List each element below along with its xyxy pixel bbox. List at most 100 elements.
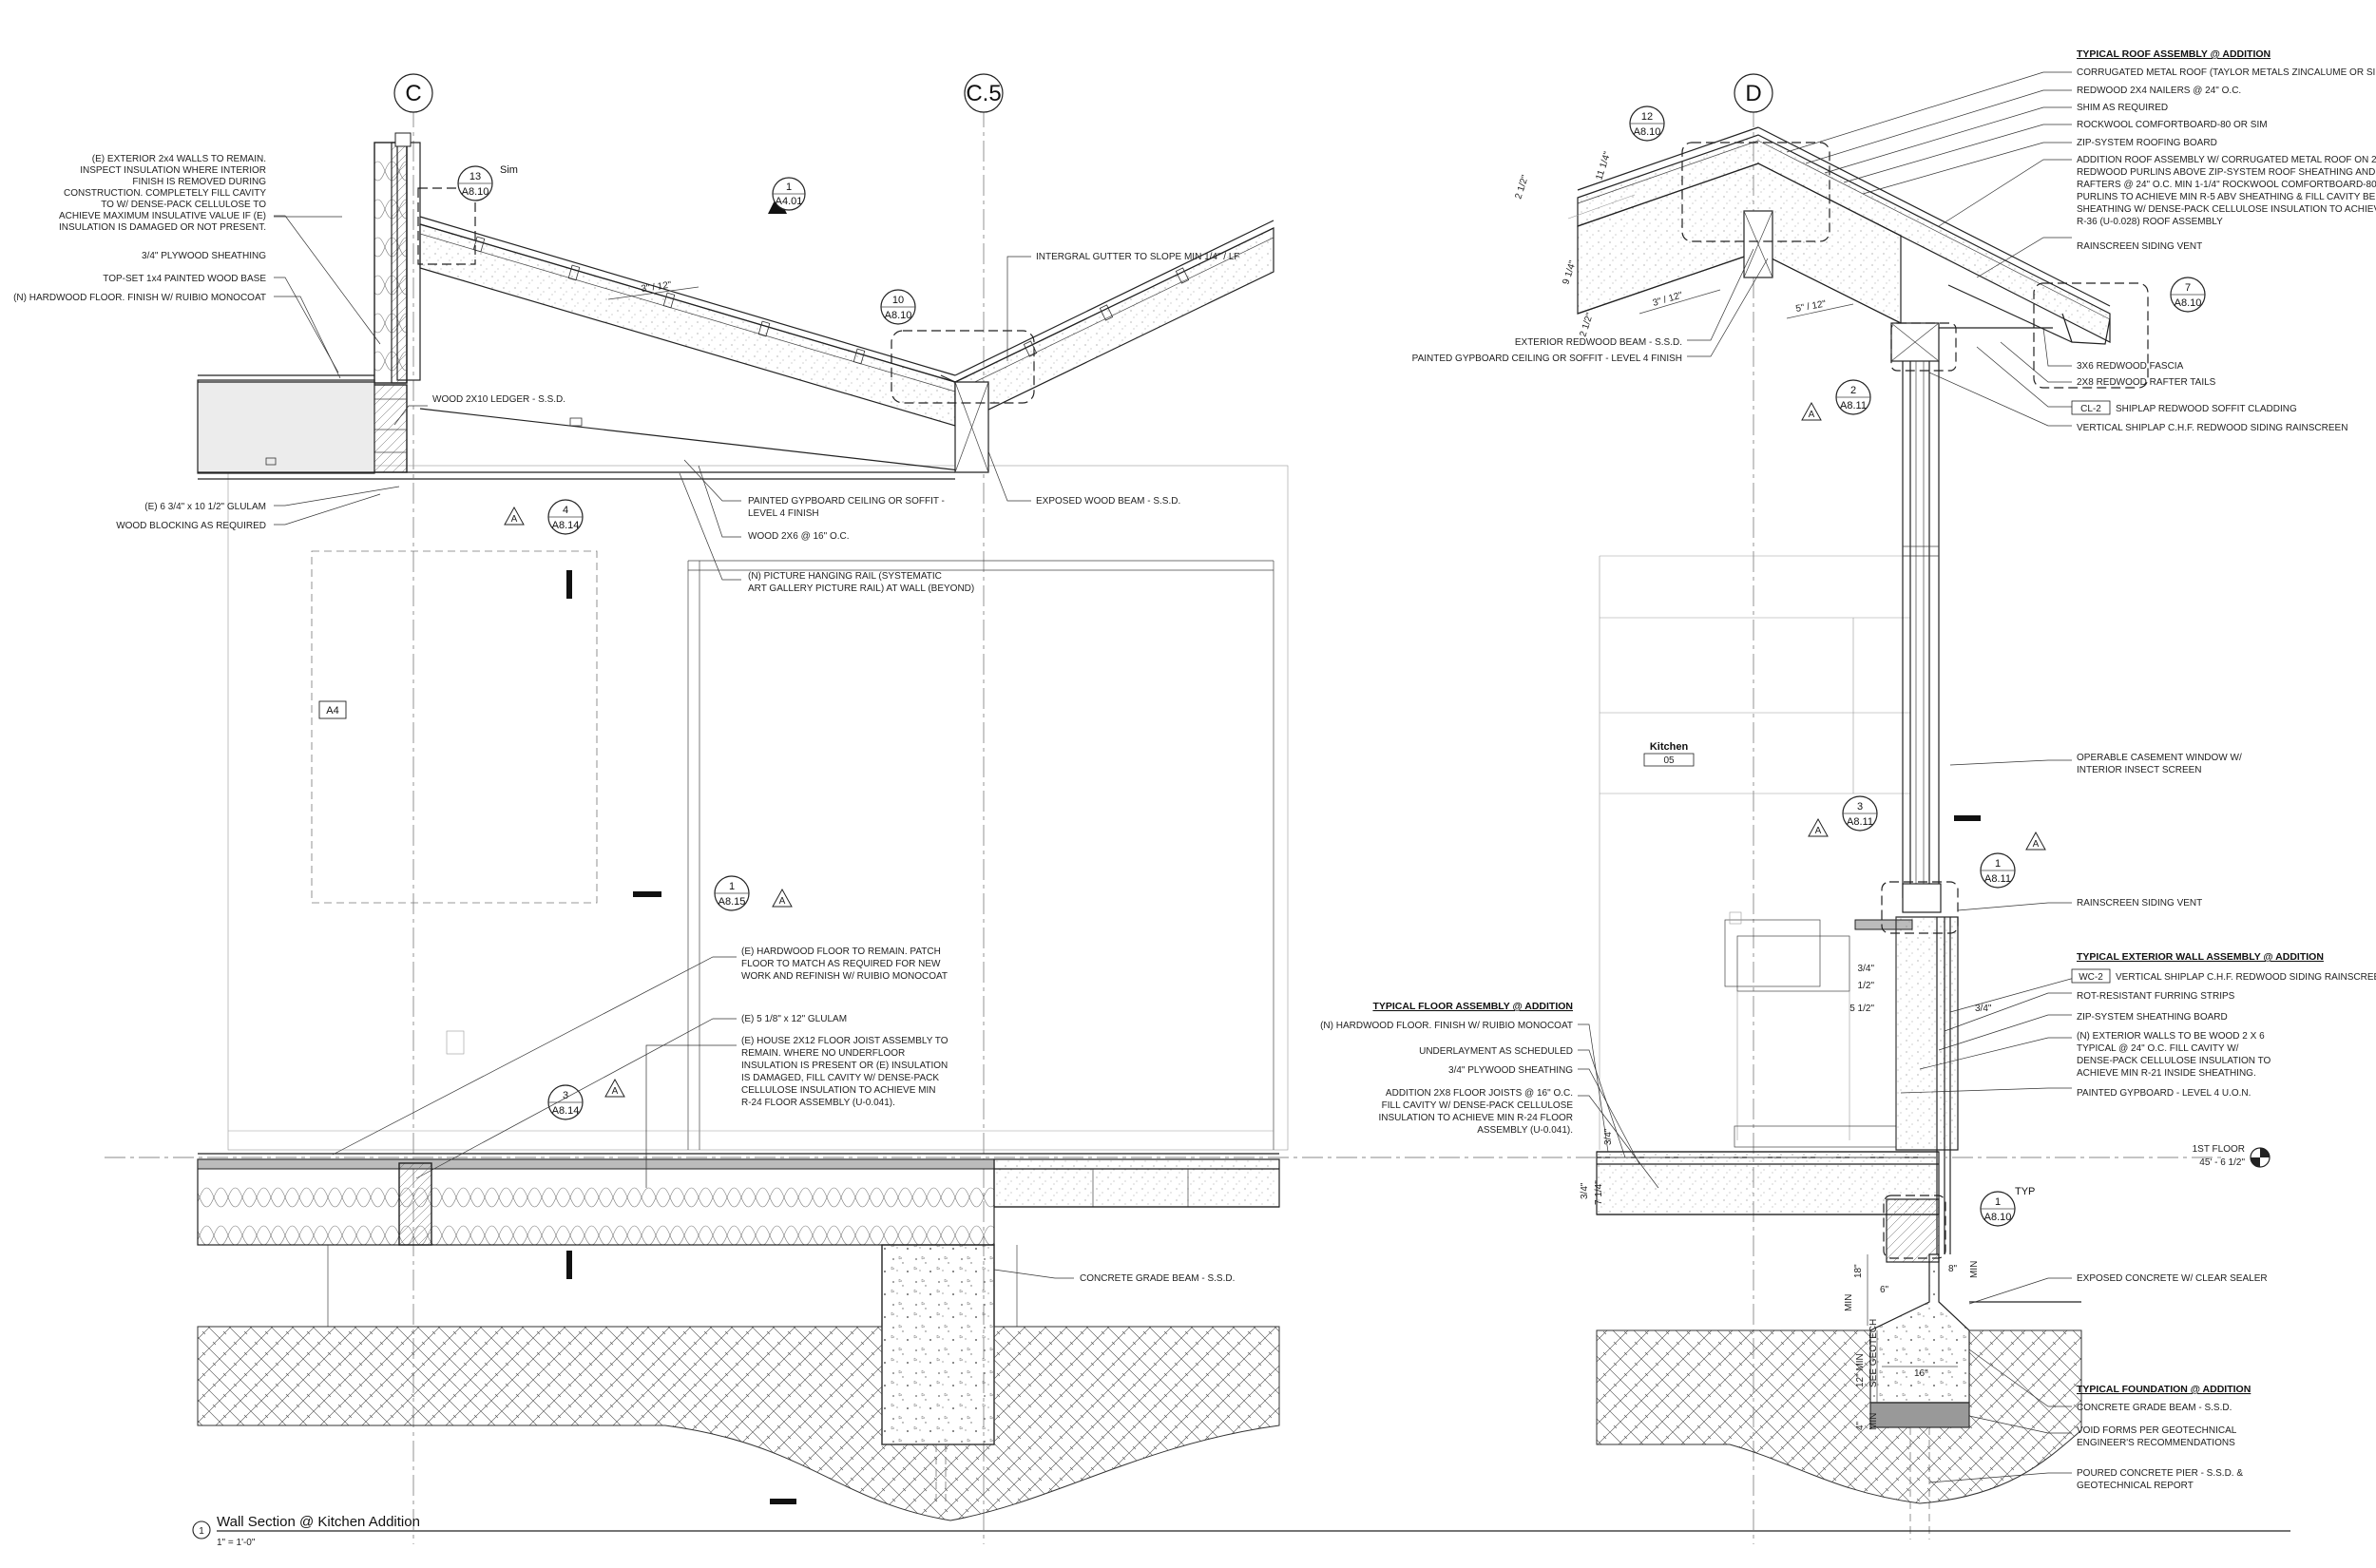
left-roof-assembly bbox=[419, 216, 1274, 480]
note-ceiling-1: PAINTED GYPBOARD CEILING OR SOFFIT - bbox=[748, 496, 945, 507]
existing-wall bbox=[360, 132, 421, 473]
grid-bubble-c bbox=[393, 73, 433, 113]
roof-desc-4: PURLINS TO ACHIEVE MIN R-5 ABV SHEATHING… bbox=[2077, 192, 2376, 202]
callout-sheet: A8.10 bbox=[1634, 126, 1661, 138]
floor-joists-3: INSULATION TO ACHIEVE MIN R-24 FLOOR bbox=[1379, 1113, 1574, 1123]
callout-sheet: A8.14 bbox=[552, 520, 580, 531]
callout-2-a811[interactable]: 2 A8.11 bbox=[1835, 379, 1871, 415]
dimensions: 3" / 12" 3" / 12" 5" / 12" 2 1/2" 11 1/4… bbox=[607, 150, 1992, 1430]
callout-num: 1 bbox=[1995, 1196, 2001, 1208]
note-ledger: WOOD 2X10 LEDGER - S.S.D. bbox=[432, 394, 565, 405]
note-grade-beam: CONCRETE GRADE BEAM - S.S.D. bbox=[1080, 1273, 1235, 1284]
dim-slope-left: 3" / 12" bbox=[641, 280, 673, 295]
callout-10-a810[interactable]: 10 A8.10 bbox=[880, 289, 916, 325]
detail-boundary-7 bbox=[2033, 282, 2149, 389]
dim-6: 6" bbox=[1880, 1285, 1889, 1295]
callout-3-a814[interactable]: 3 A8.14 bbox=[547, 1084, 584, 1120]
level-datum bbox=[105, 1147, 2271, 1168]
interior-elevation-beyond bbox=[227, 465, 1289, 1151]
dim-slope-r1: 3" / 12" bbox=[1652, 290, 1684, 309]
note-rain-vent-2: RAINSCREEN SIDING VENT bbox=[2077, 898, 2202, 908]
callout-sheet: A8.11 bbox=[1847, 816, 1873, 828]
foundation-heading: TYPICAL FOUNDATION @ ADDITION bbox=[2077, 1384, 2251, 1395]
note-hw-2: FLOOR TO MATCH AS REQUIRED FOR NEW bbox=[741, 959, 941, 969]
note-ext-walls-2: TYPICAL @ 24" O.C. FILL CAVITY W/ bbox=[2077, 1043, 2239, 1054]
level-elevation: 45' - 6 1/2" bbox=[2199, 1157, 2245, 1168]
callout-1-a815[interactable]: 1 A8.15 bbox=[714, 875, 750, 911]
note-base: TOP-SET 1x4 PAINTED WOOD BASE bbox=[103, 274, 266, 284]
note-ceiling-2: LEVEL 4 FINISH bbox=[748, 508, 819, 519]
callout-num: 12 bbox=[1641, 111, 1653, 123]
note-zip-wall: ZIP-SYSTEM SHEATHING BOARD bbox=[2077, 1012, 2228, 1023]
note-window-1: OPERABLE CASEMENT WINDOW W/ bbox=[2077, 753, 2242, 763]
detail-boundary-1-a810 bbox=[1883, 1195, 1946, 1259]
grid-bubble-c5 bbox=[964, 73, 1004, 113]
roof-item-2: REDWOOD 2X4 NAILERS @ 24" O.C. bbox=[2077, 86, 2241, 96]
note-fascia: 3X6 REDWOOD FASCIA bbox=[2077, 361, 2184, 372]
dim-4: 4" bbox=[1855, 1421, 1866, 1430]
callout-3-a811[interactable]: 3 A8.11 bbox=[1842, 795, 1878, 832]
callout-1-a401[interactable]: 1 A4.01 bbox=[772, 177, 806, 211]
dim-714: 7 1/4" bbox=[1594, 1180, 1604, 1205]
dim-34d: 3/4" bbox=[1580, 1182, 1590, 1199]
callout-num: 1 bbox=[786, 182, 792, 193]
callout-1-a810[interactable]: 1 A8.10 TYP bbox=[1980, 1186, 2035, 1227]
roof-heading: TYPICAL ROOF ASSEMBLY @ ADDITION bbox=[2077, 48, 2271, 60]
callout-num: 1 bbox=[1995, 858, 2001, 870]
note-ext-beam: EXTERIOR REDWOOD BEAM - S.S.D. bbox=[1515, 337, 1682, 348]
callout-1-a811[interactable]: 1 A8.11 bbox=[1980, 852, 2016, 889]
floor-item-1: (N) HARDWOOD FLOOR. FINISH W/ RUIBIO MON… bbox=[1320, 1021, 1573, 1031]
note-gutter: INTERGRAL GUTTER TO SLOPE MIN 1/4" / LF bbox=[1036, 252, 1240, 262]
left-grade-beam bbox=[327, 1244, 1018, 1501]
grid-label-d: D bbox=[1745, 81, 1761, 106]
tag-cl2-box bbox=[2071, 400, 2111, 415]
room-tag[interactable]: Kitchen 05 bbox=[1643, 741, 1695, 767]
callout-num: 3 bbox=[1857, 801, 1863, 813]
callout-sheet: A8.10 bbox=[2175, 297, 2202, 309]
detail-boundary-10 bbox=[891, 330, 1035, 404]
callout-sheet: A8.10 bbox=[1984, 1212, 2012, 1223]
note-joist-1: (E) HOUSE 2X12 FLOOR JOIST ASSEMBLY TO bbox=[741, 1036, 948, 1046]
detail-boundary-1-a811 bbox=[1881, 881, 1959, 934]
floor-item-2: UNDERLAYMENT AS SCHEDULED bbox=[1419, 1046, 1573, 1057]
note-gyp-soffit: PAINTED GYPBOARD CEILING OR SOFFIT - LEV… bbox=[1412, 354, 1682, 364]
room-name: Kitchen bbox=[1650, 741, 1689, 753]
callout-sheet: A8.11 bbox=[1840, 400, 1867, 411]
found-item-2: VOID FORMS PER GEOTECHNICAL bbox=[2077, 1425, 2237, 1436]
note-ext-walls-3: DENSE-PACK CELLULOSE INSULATION TO bbox=[2077, 1056, 2271, 1066]
callout-7-a810[interactable]: 7 A8.10 bbox=[2170, 277, 2206, 313]
existing-floor-lower bbox=[197, 1153, 1280, 1246]
roof-item-4: ROCKWOOL COMFORTBOARD-80 OR SIM bbox=[2077, 120, 2268, 130]
right-foundation bbox=[1596, 1253, 2082, 1539]
elevation-tag-label: A4 bbox=[326, 705, 338, 717]
dim-34a: 3/4" bbox=[1858, 964, 1875, 974]
note-exposed-beam: EXPOSED WOOD BEAM - S.S.D. bbox=[1036, 496, 1180, 507]
callout-sim: Sim bbox=[500, 164, 518, 176]
svg-text:A: A bbox=[2033, 839, 2040, 850]
roof-item-3: SHIM AS REQUIRED bbox=[2077, 103, 2168, 113]
callout-4-a814[interactable]: 4 A8.14 bbox=[547, 499, 584, 535]
callout-12-a810[interactable]: 12 A8.10 bbox=[1629, 105, 1665, 142]
found-item-3: ENGINEER'S RECOMMENDATIONS bbox=[2077, 1438, 2235, 1448]
elevation-tag-a4[interactable]: A4 bbox=[318, 700, 347, 719]
dim-slope-r2: 5" / 12" bbox=[1795, 298, 1828, 314]
callout-13-a810[interactable]: 13 A8.10 Sim bbox=[457, 164, 518, 201]
note-blocking: WOOD BLOCKING AS REQUIRED bbox=[116, 521, 266, 531]
dim-r4: 2 1/2" bbox=[1578, 312, 1596, 338]
callout-sheet: A8.11 bbox=[1984, 873, 2011, 885]
tag-cl2: CL-2 bbox=[2080, 404, 2101, 414]
view-scale: 1" = 1'-0" bbox=[217, 1538, 256, 1548]
right-exterior-wall bbox=[1895, 361, 1959, 1254]
roof-desc-2: REDWOOD PURLINS ABOVE ZIP-SYSTEM ROOF SH… bbox=[2077, 167, 2376, 178]
floor-item-3: 3/4" PLYWOOD SHEATHING bbox=[1448, 1065, 1573, 1076]
note-ext-walls-4: ACHIEVE MIN R-21 INSIDE SHEATHING. bbox=[2077, 1068, 2256, 1079]
dim-34b: 3/4" bbox=[1975, 1004, 1992, 1014]
note-2x6: WOOD 2X6 @ 16" O.C. bbox=[748, 531, 850, 542]
grid-lines: C C.5 D bbox=[393, 73, 1773, 1544]
dim-see-geotech: SEE GEOTECH bbox=[1868, 1319, 1879, 1387]
note-vert-shiplap: VERTICAL SHIPLAP C.H.F. REDWOOD SIDING R… bbox=[2077, 423, 2347, 433]
left-earth bbox=[197, 1326, 1280, 1521]
callout-num: 10 bbox=[892, 295, 904, 306]
note-floor: (N) HARDWOOD FLOOR. FINISH W/ RUIBIO MON… bbox=[13, 293, 266, 303]
